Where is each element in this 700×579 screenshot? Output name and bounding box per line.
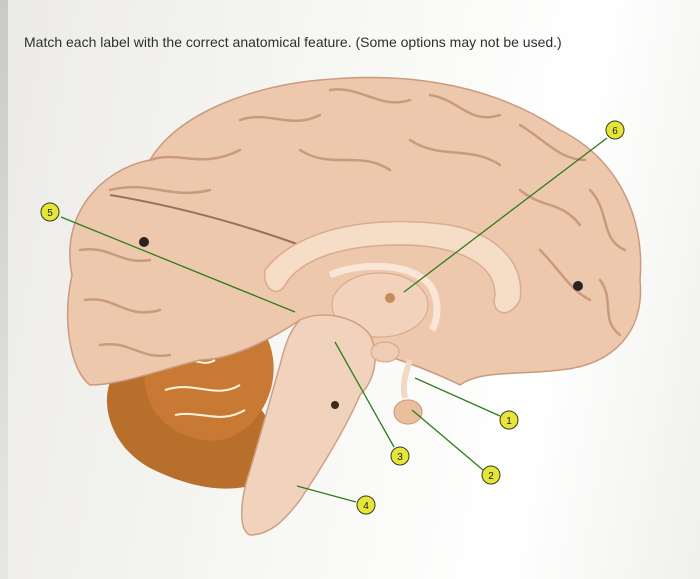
model-pin-frontal bbox=[573, 281, 583, 291]
label-marker-6[interactable]: 6 bbox=[605, 120, 625, 140]
mammillary-region bbox=[370, 341, 400, 363]
leader-line-6 bbox=[403, 137, 608, 293]
gyri-pattern bbox=[78, 88, 627, 358]
leader-line-5 bbox=[60, 216, 296, 313]
infundibulum bbox=[400, 359, 413, 399]
leader-line-3 bbox=[334, 341, 395, 448]
fornix bbox=[328, 262, 441, 332]
thalamus bbox=[331, 272, 429, 338]
model-pin-occipital bbox=[139, 237, 149, 247]
cut-line bbox=[109, 194, 301, 246]
label-number-4: 4 bbox=[363, 501, 369, 512]
pituitary-gland bbox=[393, 399, 423, 425]
label-number-6: 6 bbox=[612, 126, 618, 137]
label-number-3: 3 bbox=[397, 452, 403, 463]
label-number-1: 1 bbox=[506, 416, 512, 427]
label-number-5: 5 bbox=[47, 208, 53, 219]
question-prompt: Match each label with the correct anatom… bbox=[24, 34, 562, 50]
leader-line-1 bbox=[414, 377, 501, 417]
label-marker-5[interactable]: 5 bbox=[40, 202, 60, 222]
brainstem bbox=[241, 314, 376, 536]
label-marker-2[interactable]: 2 bbox=[481, 465, 501, 485]
leader-line-4 bbox=[296, 485, 357, 503]
label-marker-1[interactable]: 1 bbox=[499, 410, 519, 430]
leader-lines bbox=[60, 137, 608, 503]
leader-line-2 bbox=[411, 409, 484, 471]
label-number-2: 2 bbox=[488, 471, 494, 482]
label-marker-3[interactable]: 3 bbox=[390, 446, 410, 466]
label-marker-4[interactable]: 4 bbox=[356, 495, 376, 515]
interthalamic-adhesion bbox=[385, 293, 395, 303]
corpus-callosum bbox=[263, 220, 522, 314]
brainstem-pin bbox=[331, 401, 339, 409]
